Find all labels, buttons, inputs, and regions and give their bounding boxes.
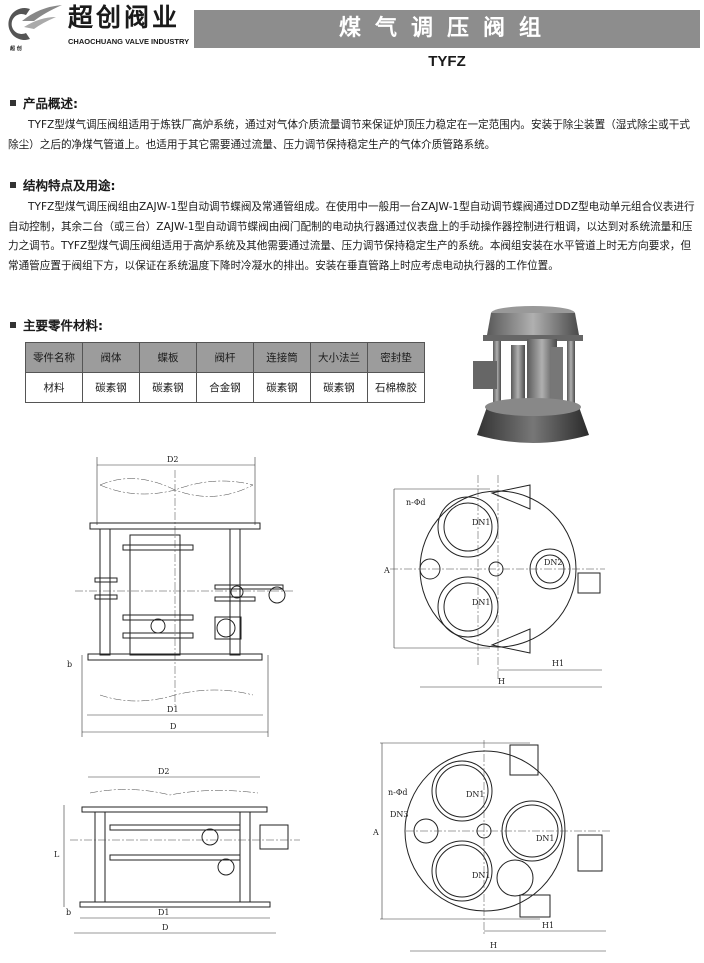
label-DN1-b: DN1 [472,598,491,607]
front-view-drawing-1: D2 D1 D b [67,455,293,737]
dim-label-D: D [170,722,176,731]
heading-text: 主要零件材料: [23,318,103,333]
bullet-square-icon [10,181,16,188]
label-DN1-b: DN1 [472,871,491,880]
front-view-drawing-2: D2 L b D1 D [54,767,300,934]
heading-materials: 主要零件材料: [10,318,103,334]
logo-small-text: 超 创 [10,46,22,52]
dim-label-b: b [67,660,72,669]
label-DN1-a: DN1 [466,790,485,799]
structure-paragraph: TYFZ型煤气调压阀组由ZAJW-1型自动调节蝶阀及常通管组成。在使用中一般用一… [8,201,695,272]
table-header-cell: 阀体 [82,342,140,373]
table-header-cell: 密封垫 [367,342,425,373]
dim-label-H1: H1 [552,659,564,668]
table-cell: 合金钢 [196,372,254,403]
table-header-cell: 零件名称 [25,342,83,373]
dim-label-H1: H1 [542,921,554,930]
product-title: 煤气调压阀组 [194,10,700,48]
table-header-row: 零件名称 阀体 蝶板 阀杆 连接筒 大小法兰 密封垫 [25,342,425,373]
table-header-cell: 大小法兰 [310,342,368,373]
product-photo [473,306,589,443]
table-header-cell: 蝶板 [139,342,197,373]
label-DN1-a: DN1 [472,518,491,527]
table-cell: 碳素钢 [82,372,140,403]
bullet-square-icon [10,99,16,106]
product-model: TYFZ [428,53,466,70]
label-DN1-c: DN1 [536,834,555,843]
dim-label-A: A [372,828,379,837]
heading-text: 结构特点及用途: [23,178,116,193]
dim-label-D1: D1 [158,908,170,917]
overview-paragraph: TYFZ型煤气调压阀组适用于炼铁厂高炉系统，通过对气体介质流量调节来保证炉顶压力… [8,119,690,151]
label-DN2: DN2 [544,558,563,567]
dim-label-H: H [490,941,497,950]
label-n-phi-d: n-Φd [388,788,408,797]
heading-structure: 结构特点及用途: [10,178,116,194]
dim-label-D: D [162,923,168,932]
dim-label-D2: D2 [158,767,170,776]
plan-view-drawing-1: A n-Φd DN1 DN1 DN2 H1 H [383,475,605,688]
label-DN3: DN3 [390,810,409,819]
dim-label-L: L [54,850,60,859]
table-row: 材料 碳素钢 碳素钢 合金钢 碳素钢 碳素钢 石棉橡胶 [25,372,425,403]
dim-label-D2: D2 [167,455,179,464]
materials-table: 零件名称 阀体 蝶板 阀杆 连接筒 大小法兰 密封垫 材料 碳素钢 碳素钢 合金… [25,342,425,403]
table-cell: 碳素钢 [139,372,197,403]
company-name-en: CHAOCHUANG VALVE INDUSTRY [68,37,190,46]
table-cell: 碳素钢 [253,372,311,403]
label-n-phi-d: n-Φd [406,498,426,507]
dim-label-D1: D1 [167,705,179,714]
company-logo-icon [8,5,62,40]
dim-label-b: b [66,908,71,917]
bullet-square-icon [10,321,16,328]
table-header-cell: 阀杆 [196,342,254,373]
dim-label-H: H [498,677,505,686]
heading-text: 产品概述: [23,96,78,111]
table-cell: 碳素钢 [310,372,368,403]
heading-overview: 产品概述: [10,96,78,112]
table-cell: 材料 [25,372,83,403]
table-cell: 石棉橡胶 [367,372,425,403]
dim-label-A: A [383,566,390,575]
company-name-cn: 超创阀业 [68,3,181,32]
plan-view-drawing-2: A n-Φd DN3 DN1 DN1 DN1 H1 H [372,740,610,952]
table-header-cell: 连接筒 [253,342,311,373]
